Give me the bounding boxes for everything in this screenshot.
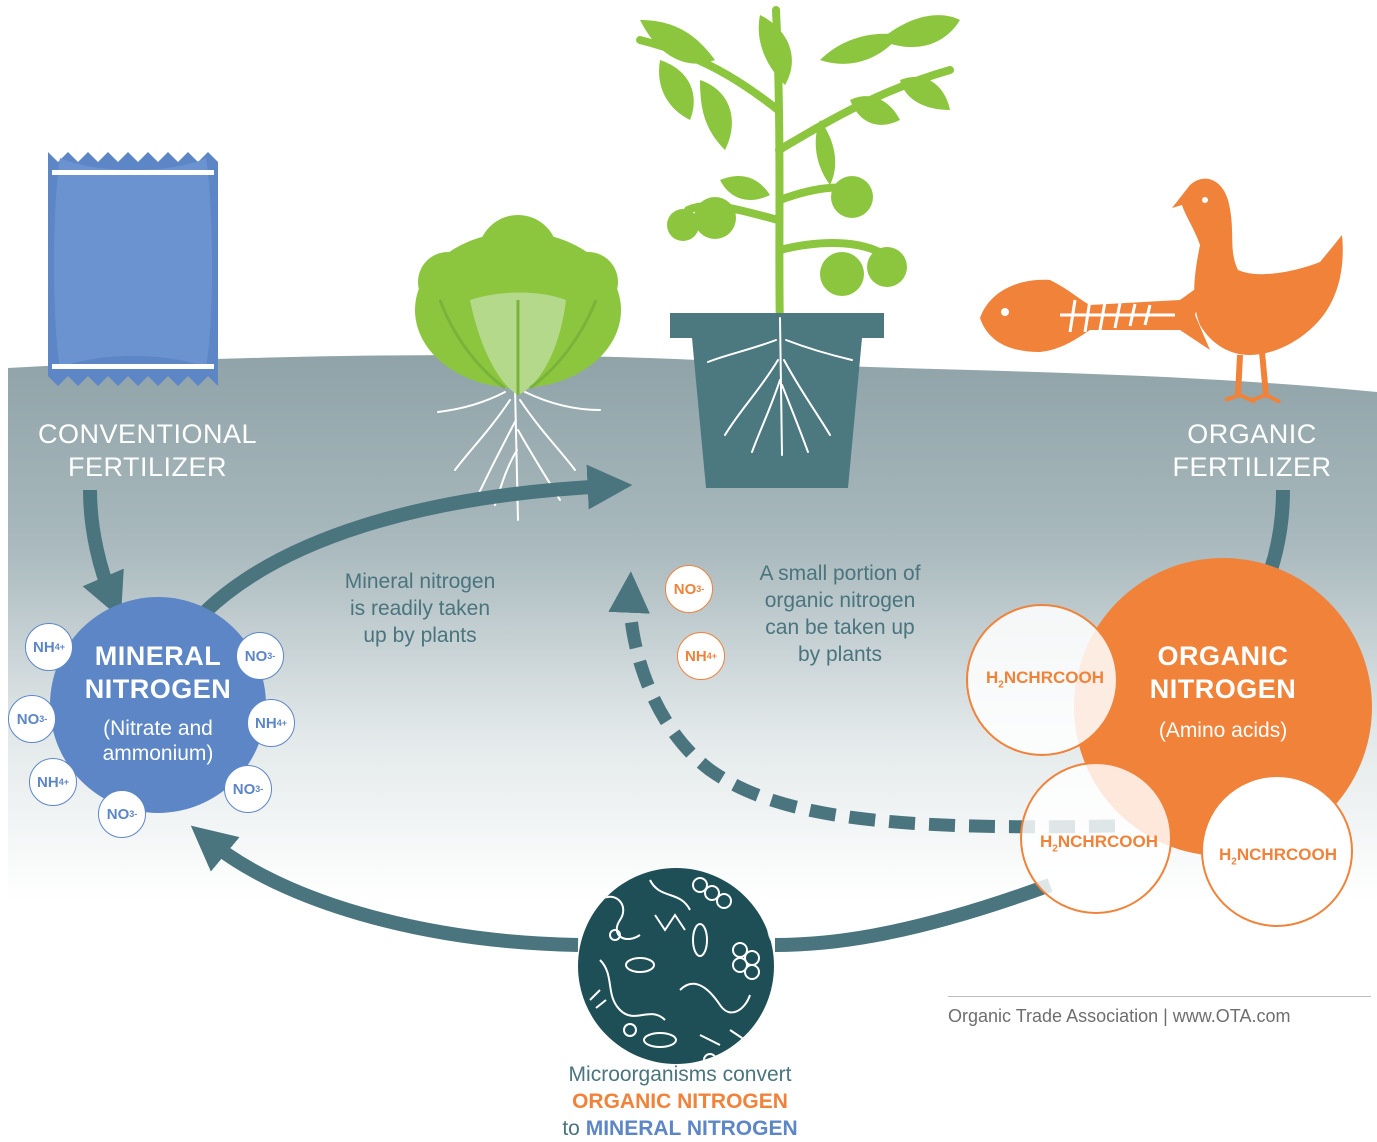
conventional-fertilizer-label: CONVENTIONAL FERTILIZER [37, 419, 258, 482]
amino-acid-formula: H2NCHRCOOH [1219, 845, 1337, 868]
soil-band [8, 355, 1377, 900]
mineral-nitrogen-circle [50, 597, 266, 813]
conventional-to-mineral-arrow [82, 489, 124, 619]
organic-uptake-text: A small portion of organic nitrogen can … [759, 562, 921, 666]
mineral-uptake-text: Mineral nitrogen is readily taken up by … [344, 570, 496, 647]
mineral-nitrogen-label: MINERAL NITROGEN (Nitrate and ammonium) [84, 641, 232, 765]
amino-acid-formula: H2NCHRCOOH [986, 668, 1104, 691]
microorganisms-icon [578, 868, 774, 1064]
amino-acid-formula: H2NCHRCOOH [1040, 832, 1158, 855]
amino-acid-circles [966, 604, 1353, 927]
credit-divider [948, 996, 1371, 997]
microorganism-caption: Microorganisms convert ORGANIC NITROGEN … [562, 1063, 798, 1140]
credit-text: Organic Trade Association | www.OTA.com [948, 1006, 1291, 1026]
chicken-icon [1172, 178, 1343, 404]
organic-fertilizer-label: ORGANIC FERTILIZER [1172, 419, 1332, 482]
tomato-plant-icon [636, 6, 960, 488]
flow-arrows [82, 464, 1290, 952]
mineral-uptake-arrow [200, 464, 633, 618]
microbe-to-mineral-arrow [208, 840, 1053, 952]
fertilizer-bag-icon [48, 152, 218, 386]
fish-skeleton-icon [980, 279, 1210, 352]
organic-nitrogen-label: ORGANIC NITROGEN (Amino acids) [1149, 641, 1297, 742]
